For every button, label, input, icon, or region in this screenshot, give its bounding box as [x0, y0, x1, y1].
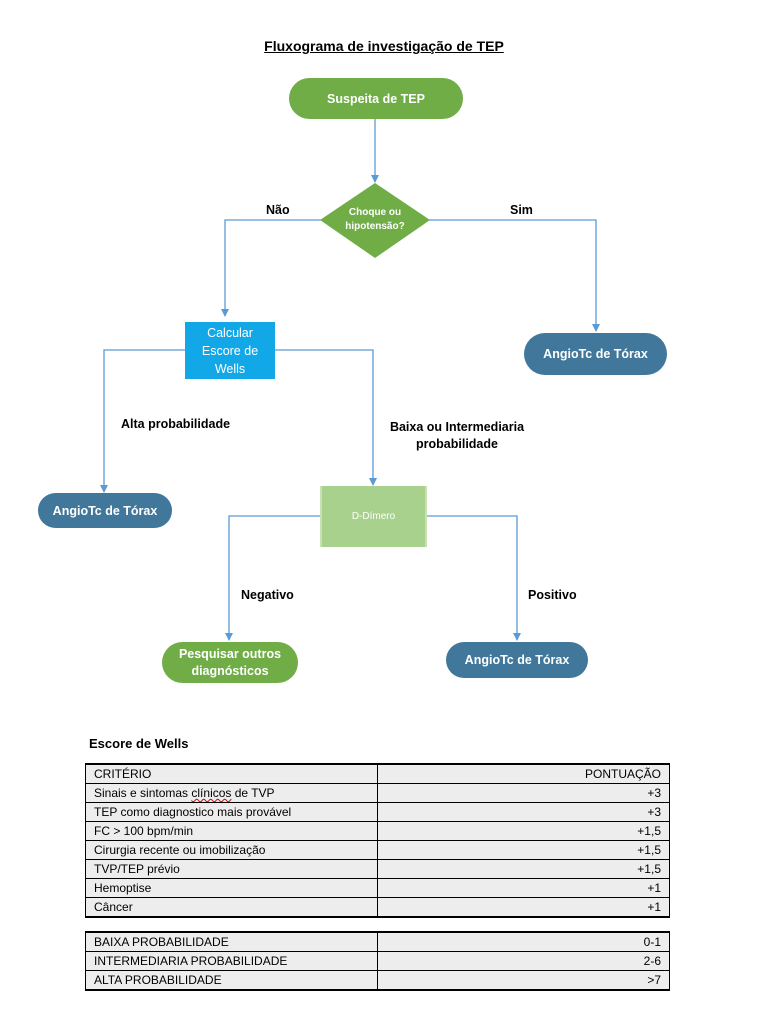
criterion-cell: Sinais e sintomas clínicos de TVP: [85, 783, 378, 803]
criterion-cell: TEP como diagnostico mais provável: [85, 802, 378, 822]
decision-node: Choque ou hipotensão?: [320, 198, 430, 242]
table-row: TVP/TEP prévio +1,5: [85, 859, 670, 879]
decision-diamond: [320, 183, 430, 258]
ddimero-label: D-Dímero: [351, 510, 396, 522]
angio-right-node: AngioTc de Tórax: [524, 333, 667, 375]
score-cell: +1: [377, 878, 670, 898]
label-negative: Negativo: [241, 588, 294, 602]
criterion-text: TEP como diagnostico mais provável: [94, 805, 292, 819]
table-row: Hemoptise +1: [85, 878, 670, 898]
probability-range-cell: 0-1: [377, 931, 670, 952]
table-row: Câncer +1: [85, 897, 670, 918]
angio-bottom-node: AngioTc de Tórax: [446, 642, 588, 678]
score-cell: +1: [377, 897, 670, 918]
score-cell: +3: [377, 783, 670, 803]
other-dx-line-1: Pesquisar outros: [178, 646, 282, 661]
score-cell: +1,5: [377, 821, 670, 841]
angio-left-node: AngioTc de Tórax: [38, 493, 172, 528]
label-positive: Positivo: [528, 588, 577, 602]
start-node: Suspeita de TEP: [289, 78, 463, 119]
criterion-cell: Câncer: [85, 897, 378, 918]
angio-right-label: AngioTc de Tórax: [543, 347, 648, 361]
table-row: ALTA PROBABILIDADE>7: [85, 970, 670, 991]
flowchart-connectors: [100, 118, 600, 641]
criterion-text: Cirurgia recente ou imobilização: [94, 843, 266, 857]
wells-node-line-2: Escore de: [201, 343, 259, 358]
wells-criteria-table: CRITÉRIO PONTUAÇÃO Sinais e sintomas clí…: [85, 763, 670, 918]
arrow-decision-no: [221, 219, 322, 317]
probability-label-cell: BAIXA PROBABILIDADE: [85, 931, 378, 952]
score-cell: +1,5: [377, 840, 670, 860]
wells-node-line-3: Wells: [214, 361, 246, 376]
arrow-decision-yes: [429, 219, 600, 332]
table-row: Sinais e sintomas clínicos de TVP+3: [85, 783, 670, 803]
probability-range-cell: >7: [377, 970, 670, 991]
probability-label-cell: ALTA PROBABILIDADE: [85, 970, 378, 991]
criterion-cell: Hemoptise: [85, 878, 378, 898]
low-prob-line-2: probabilidade: [416, 437, 498, 451]
decision-line-1: Choque ou: [348, 207, 402, 218]
header-score: PONTUAÇÃO: [377, 763, 670, 784]
arrow-ddimero-positive: [427, 515, 521, 641]
other-dx-line-2: diagnósticos: [191, 663, 269, 678]
wells-node-line-1: Calcular: [207, 325, 253, 340]
criterion-text: Câncer: [94, 900, 133, 914]
table-header-row: CRITÉRIO PONTUAÇÃO: [85, 763, 670, 784]
table-row: FC > 100 bpm/min +1,5: [85, 821, 670, 841]
criterion-cell: TVP/TEP prévio: [85, 859, 378, 879]
spellcheck-word: clínicos: [191, 786, 232, 800]
probability-label-cell: INTERMEDIARIA PROBABILIDADE: [85, 951, 378, 971]
other-diagnoses-node: Pesquisar outros diagnósticos: [162, 642, 298, 683]
label-yes: Sim: [510, 203, 533, 217]
score-cell: +3: [377, 802, 670, 822]
criterion-text-suffix: de TVP: [231, 786, 275, 800]
wells-score-node: Calcular Escore de Wells: [185, 322, 275, 379]
label-no: Não: [266, 203, 290, 217]
criterion-text: Sinais e sintomas: [94, 786, 192, 800]
wells-section-title: Escore de Wells: [89, 736, 189, 751]
label-high-probability: Alta probabilidade: [121, 417, 231, 431]
angio-bottom-label: AngioTc de Tórax: [464, 653, 570, 667]
criterion-cell: FC > 100 bpm/min: [85, 821, 378, 841]
criterion-cell: Cirurgia recente ou imobilização: [85, 840, 378, 860]
criterion-text: Hemoptise: [94, 881, 152, 895]
label-low-probability: Baixa ou Intermediaria probabilidade: [380, 419, 534, 453]
decision-line-2: hipotensão?: [345, 221, 405, 232]
arrow-wells-high: [100, 349, 185, 493]
page-title: Fluxograma de investigação de TEP: [264, 38, 504, 54]
table-row: Cirurgia recente ou imobilização +1,5: [85, 840, 670, 860]
start-node-label: Suspeita de TEP: [327, 91, 425, 106]
header-criterion: CRITÉRIO: [85, 763, 378, 784]
criterion-text: TVP/TEP prévio: [94, 862, 180, 876]
table-row: TEP como diagnostico mais provável +3: [85, 802, 670, 822]
criterion-text: FC > 100 bpm/min: [94, 824, 194, 838]
score-cell: +1,5: [377, 859, 670, 879]
angio-left-label: AngioTc de Tórax: [52, 503, 158, 518]
low-prob-line-1: Baixa ou Intermediaria: [389, 420, 525, 434]
probability-range-cell: 2-6: [377, 951, 670, 971]
arrow-ddimero-negative: [225, 515, 320, 641]
arrow-wells-low: [275, 349, 377, 486]
ddimero-node: D-Dímero: [320, 486, 427, 547]
